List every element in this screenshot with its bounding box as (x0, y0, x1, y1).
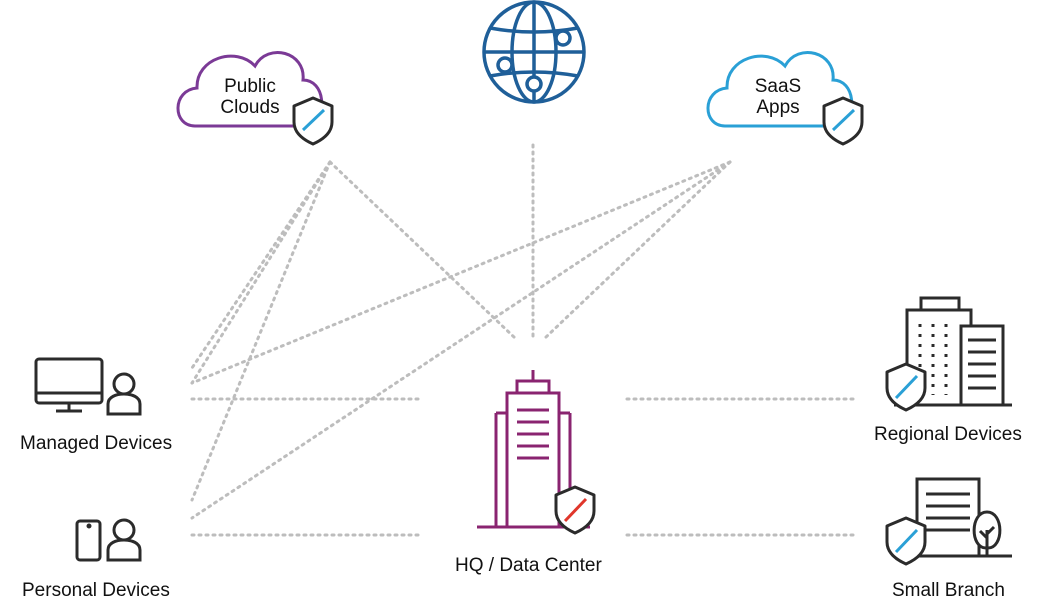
hq-data-center-label: HQ / Data Center (455, 555, 602, 576)
connector-public-hq (328, 160, 517, 340)
small-branch-label: Small Branch (892, 580, 1005, 601)
monitor-icon (34, 357, 104, 405)
managed-devices-label: Managed Devices (20, 433, 173, 454)
connector-public-managed-2 (190, 160, 332, 385)
public-clouds-icon (176, 51, 334, 146)
public-clouds-label: Public Clouds (206, 76, 294, 118)
saas-apps-icon (706, 51, 864, 146)
branch-building-tree-icon (885, 477, 1012, 566)
saas-apps-line2: Apps (756, 97, 800, 118)
connector-saas-personal (190, 160, 732, 520)
connector-saas-managed (190, 160, 732, 385)
phone-icon (75, 519, 102, 562)
saas-apps-label: SaaS Apps (736, 76, 820, 118)
user-icon (112, 518, 136, 542)
user-icon (112, 372, 136, 396)
shield-icon (885, 516, 927, 566)
shield-icon (885, 362, 927, 412)
connector-lines (190, 143, 859, 537)
personal-devices-label: Personal Devices (22, 580, 170, 601)
cloud-icon (706, 51, 854, 128)
saas-apps-line1: SaaS (754, 76, 802, 97)
globe-icon (482, 0, 586, 104)
building-icon (477, 370, 596, 535)
public-clouds-line1: Public (224, 76, 276, 97)
phone-user-icon (75, 518, 142, 562)
connector-saas-hq (543, 160, 732, 340)
office-buildings-icon (885, 296, 1012, 412)
connector-public-personal (190, 160, 332, 502)
shield-icon (292, 96, 334, 146)
monitor-user-icon (34, 357, 142, 416)
cloud-icon (176, 51, 324, 128)
shield-icon (554, 485, 596, 535)
shield-icon (822, 96, 864, 146)
public-clouds-line2: Clouds (220, 97, 280, 118)
regional-devices-label: Regional Devices (874, 424, 1022, 445)
